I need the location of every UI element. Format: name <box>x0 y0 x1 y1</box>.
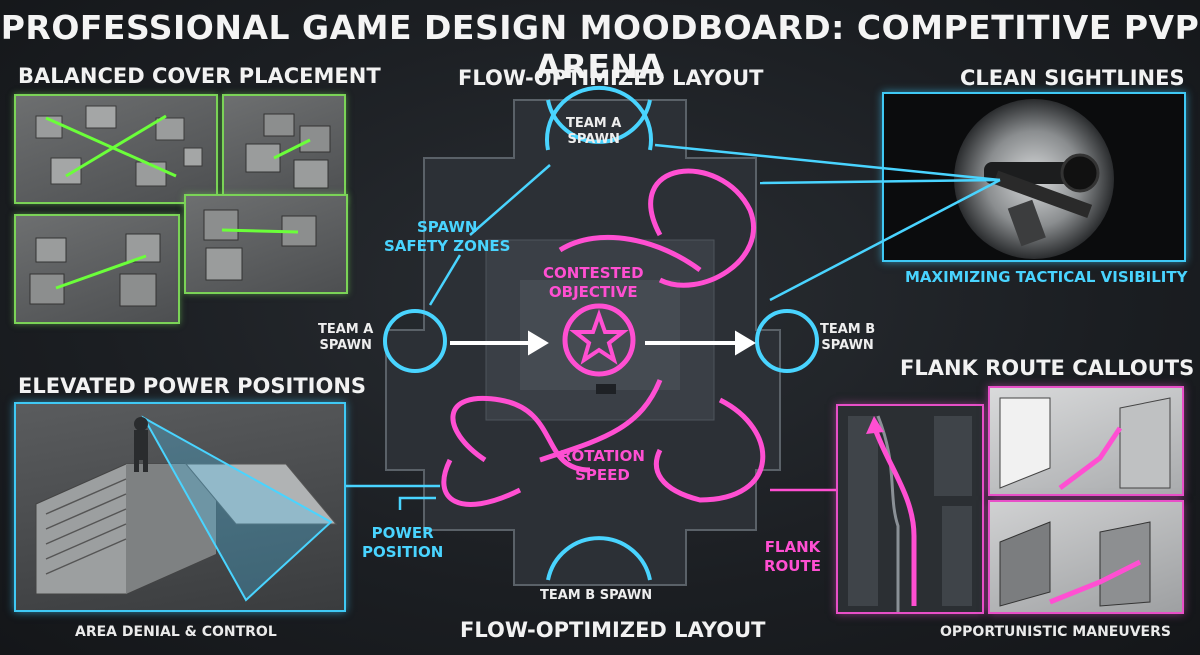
cover-header: BALANCED COVER PLACEMENT <box>18 64 381 88</box>
objective-line-1: CONTESTED <box>543 264 644 282</box>
cover-crates-illustration <box>245 113 331 189</box>
arrow-icon <box>866 416 884 434</box>
flank-line-1: FLANK <box>764 538 821 556</box>
team-a-label-left: TEAM A <box>318 322 374 337</box>
contested-objective-label: CONTESTED OBJECTIVE <box>543 264 644 302</box>
elevated-caption: AREA DENIAL & CONTROL <box>75 624 277 640</box>
flank-sketch-illustration <box>999 397 1171 490</box>
sniper-scope-icon <box>954 99 1114 259</box>
spawn-label-right: SPAWN <box>821 338 874 353</box>
team-a-label: TEAM A <box>566 116 622 131</box>
power-position-label: POWER POSITION <box>362 524 443 562</box>
flank-sketch-panel-2 <box>988 500 1184 614</box>
spawn-safety-line-1: SPAWN <box>416 218 478 236</box>
elevated-panel <box>14 402 346 612</box>
spawn-safety-label: SPAWN SAFETY ZONES <box>384 218 510 256</box>
team-b-spawn-bottom: TEAM B SPAWN <box>540 588 653 603</box>
power-line-1: POWER <box>371 524 434 542</box>
layout-header-top: FLOW-OPTIMIZED LAYOUT <box>458 66 764 90</box>
team-b-label-right: TEAM B <box>820 322 876 337</box>
elevated-header: ELEVATED POWER POSITIONS <box>18 374 367 398</box>
spawn-safety-line-2: SAFETY ZONES <box>384 237 511 255</box>
flank-route-label: FLANK ROUTE <box>764 538 821 576</box>
power-line-2: POSITION <box>362 543 444 561</box>
soldier-icon <box>134 417 148 472</box>
flank-line-2: ROUTE <box>764 557 821 575</box>
objective-ring <box>562 303 636 377</box>
spawn-label: SPAWN <box>567 132 620 147</box>
cover-crates-illustration-3 <box>203 209 317 281</box>
rotation-line-1: ROTATION <box>560 447 645 465</box>
stairs-illustration <box>35 415 338 602</box>
flank-caption: OPPORTUNISTIC MANEUVERS <box>940 624 1171 640</box>
star-icon <box>569 308 629 365</box>
sightlines-caption: MAXIMIZING TACTICAL VISIBILITY <box>905 268 1188 286</box>
flank-header: FLANK ROUTE CALLOUTS <box>900 356 1195 380</box>
cover-panel-2 <box>222 94 346 204</box>
rotation-speed-label: ROTATION SPEED <box>560 447 645 485</box>
flank-map-illustration <box>848 415 972 612</box>
team-b-spawn-right: TEAM B SPAWN <box>820 322 875 354</box>
cover-panel-1 <box>14 94 218 204</box>
page-title: PROFESSIONAL GAME DESIGN MOODBOARD: COMP… <box>0 8 1200 86</box>
rotation-line-2: SPEED <box>575 466 630 484</box>
cover-panel-3 <box>14 214 180 324</box>
cover-crates-illustration-2 <box>29 233 161 307</box>
sightlines-header: CLEAN SIGHTLINES <box>960 66 1185 90</box>
sightlines-panel <box>882 92 1186 262</box>
team-a-spawn-top: TEAM A SPAWN <box>566 116 621 148</box>
team-a-spawn-left: TEAM A SPAWN <box>318 322 373 354</box>
spawn-label-left: SPAWN <box>319 338 372 353</box>
objective-line-2: OBJECTIVE <box>548 283 638 301</box>
cover-panel-4 <box>184 194 348 294</box>
flank-sketch-panel-1 <box>988 386 1184 496</box>
cover-boxes-illustration <box>35 105 203 187</box>
flank-map-panel <box>836 404 984 614</box>
flank-sketch-illustration-2 <box>999 521 1151 607</box>
layout-header-bottom: FLOW-OPTIMIZED LAYOUT <box>460 618 766 642</box>
